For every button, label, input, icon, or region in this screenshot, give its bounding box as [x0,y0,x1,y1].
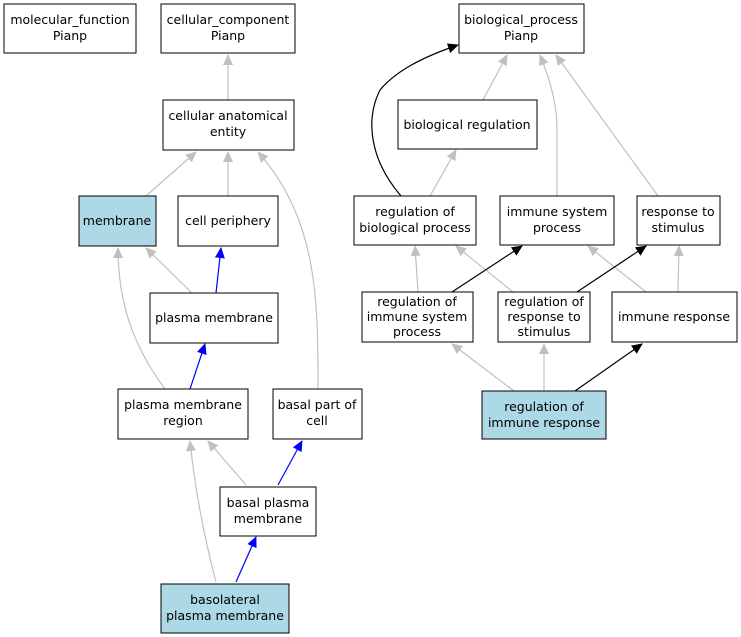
edge-plasma-membrane-to-membrane [145,247,193,294]
edge-immune-response-to-isp [587,245,647,293]
node-label-line: basal plasma [227,495,310,510]
node-label-line: immune system [507,204,608,219]
node-label-line: stimulus [652,220,705,235]
edge-rir-to-risp [451,343,515,392]
node-label-line: biological_process [464,12,578,27]
nodes: molecular_function Pianp cellular_compon… [3,3,738,634]
node-label-line: region [163,413,203,428]
edge-rbp-to-bp [371,43,459,197]
node-label-line: entity [210,124,247,139]
edges [113,43,684,583]
node-label-line: cell periphery [185,213,271,228]
edge-basal-pm-to-basal-part [277,440,303,486]
edge-immune-response-to-rts [673,245,684,293]
node-response-to-stimulus[interactable]: response to stimulus [636,195,721,246]
node-label-line: cellular_component [167,12,290,27]
node-membrane[interactable]: membrane [78,195,157,247]
node-label-line: plasma membrane [155,310,273,325]
node-label-line: process [393,324,441,339]
node-label-line: immune system [367,309,468,324]
node-basal-part-of-cell[interactable]: basal part of cell [272,388,363,440]
edge-membrane-to-cae [145,151,197,197]
node-label-line: membrane [234,511,303,526]
node-immune-response[interactable]: immune response [611,291,738,343]
edge-basal-pm-to-pm-region [207,440,247,486]
node-plasma-membrane[interactable]: plasma membrane [149,292,279,344]
node-immune-system-process[interactable]: immune system process [499,195,615,246]
node-label-line: Pianp [211,28,245,43]
node-label-line: basal part of [278,397,357,412]
node-label-line: membrane [83,213,152,228]
node-label-line: plasma membrane [166,608,284,623]
edge-rir-to-immune-response [574,343,643,392]
edge-basolateral-to-pm-region [186,440,217,583]
node-molecular-function[interactable]: molecular_function Pianp [3,3,137,54]
node-plasma-membrane-region[interactable]: plasma membrane region [117,388,249,440]
edge-pm-region-to-membrane [113,247,166,390]
node-label-line: biological process [359,220,471,235]
node-label-line: immune response [618,309,730,324]
node-label-line: stimulus [518,324,571,339]
node-basolateral-plasma-membrane[interactable]: basolateral plasma membrane [160,583,290,634]
node-label-line: regulation of [375,204,455,219]
node-label-line: response to [507,309,580,324]
node-label-line: regulation of [377,294,457,309]
edge-rrts-to-rts [576,245,647,293]
node-label-line: molecular_function [10,12,129,27]
node-label-line: biological regulation [403,117,530,132]
node-biological-process[interactable]: biological_process Pianp [458,3,585,54]
edge-pm-to-cell-periphery [214,247,225,294]
node-label-line: immune response [488,415,600,430]
node-label-line: regulation of [504,399,584,414]
node-label-line: response to [641,204,714,219]
edge-bio-regulation-to-bp [482,54,508,101]
node-label-line: Pianp [53,28,87,43]
node-cellular-component[interactable]: cellular_component Pianp [160,3,296,54]
node-label-line: regulation of [504,294,584,309]
edge-isp-to-bp [539,54,558,196]
node-label-line: Pianp [504,28,538,43]
node-basal-plasma-membrane[interactable]: basal plasma membrane [219,486,317,537]
node-regulation-of-immune-system-process[interactable]: regulation of immune system process [361,291,474,343]
edge-rbp-to-bio-regulation [429,149,457,197]
node-label-line: basolateral [190,592,260,607]
edge-basal-part-to-cae [257,151,319,390]
edge-rts-to-bp [555,54,659,197]
node-cellular-anatomical-entity[interactable]: cellular anatomical entity [162,99,295,151]
node-label-line: cellular anatomical [168,108,287,123]
node-biological-regulation[interactable]: biological regulation [397,99,538,150]
node-label-line: process [533,220,581,235]
node-label-line: plasma membrane [124,397,242,412]
edge-risp-to-rbp [410,245,421,293]
node-regulation-of-immune-response[interactable]: regulation of immune response [481,390,607,440]
node-label-line: cell [306,413,328,428]
node-regulation-of-biological-process[interactable]: regulation of biological process [353,195,477,246]
edge-risp-to-isp [451,245,523,293]
node-regulation-of-response-to-stimulus[interactable]: regulation of response to stimulus [497,291,591,343]
edge-rrts-to-rbp [455,245,514,293]
edge-pm-region-to-pm [189,343,207,390]
node-cell-periphery[interactable]: cell periphery [177,195,279,247]
edge-basolateral-to-basal-pm [235,536,257,583]
